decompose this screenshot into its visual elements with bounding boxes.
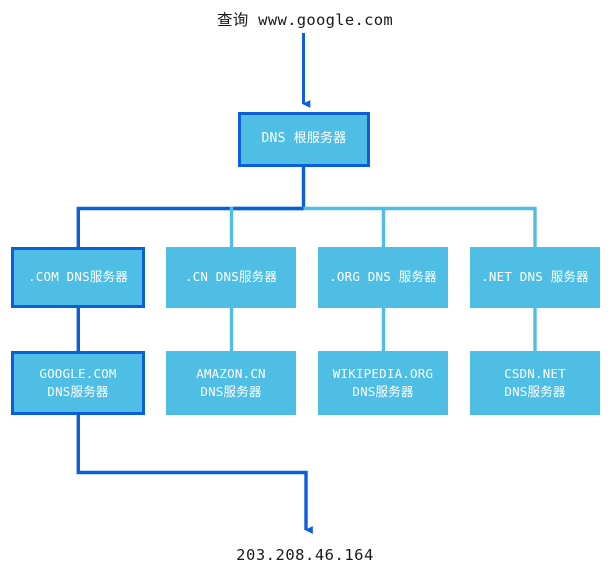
node-tld-net[interactable]: .NET DNS 服务器 bbox=[470, 247, 600, 308]
node-label-line2: DNS服务器 bbox=[504, 384, 566, 399]
node-authoritative-csdn-net[interactable]: CSDN.NET DNS服务器 bbox=[470, 351, 600, 415]
node-label-line2: DNS服务器 bbox=[47, 384, 109, 399]
wire-bus-active bbox=[76, 206, 304, 248]
node-label: DNS 根服务器 bbox=[261, 131, 347, 147]
query-label: 查询 www.google.com bbox=[216, 11, 394, 29]
node-label: .ORG DNS 服务器 bbox=[329, 269, 437, 285]
node-dns-root-server[interactable]: DNS 根服务器 bbox=[238, 112, 370, 167]
node-label: .CN DNS服务器 bbox=[184, 269, 278, 285]
wire-google-to-result bbox=[76, 414, 313, 534]
node-authoritative-amazon-cn[interactable]: AMAZON.CN DNS服务器 bbox=[166, 351, 296, 415]
node-tld-cn[interactable]: .CN DNS服务器 bbox=[166, 247, 296, 308]
node-label: .NET DNS 服务器 bbox=[481, 269, 589, 285]
node-authoritative-google-com[interactable]: GOOGLE.COM DNS服务器 bbox=[11, 351, 145, 415]
node-label-line1: WIKIPEDIA.ORG bbox=[332, 365, 434, 381]
node-label-line2: DNS服务器 bbox=[200, 384, 262, 399]
node-label-line1: CSDN.NET bbox=[504, 365, 566, 381]
node-tld-com[interactable]: .COM DNS服务器 bbox=[11, 247, 145, 308]
node-label-line1: GOOGLE.COM bbox=[39, 365, 117, 381]
node-tld-org[interactable]: .ORG DNS 服务器 bbox=[318, 247, 448, 308]
node-label-line1: AMAZON.CN bbox=[196, 365, 266, 381]
node-authoritative-wikipedia-org[interactable]: WIKIPEDIA.ORG DNS服务器 bbox=[318, 351, 448, 415]
resolved-ip-label: 203.208.46.164 bbox=[236, 546, 374, 564]
node-label: .COM DNS服务器 bbox=[28, 269, 128, 285]
node-label-line2: DNS服务器 bbox=[352, 384, 414, 399]
